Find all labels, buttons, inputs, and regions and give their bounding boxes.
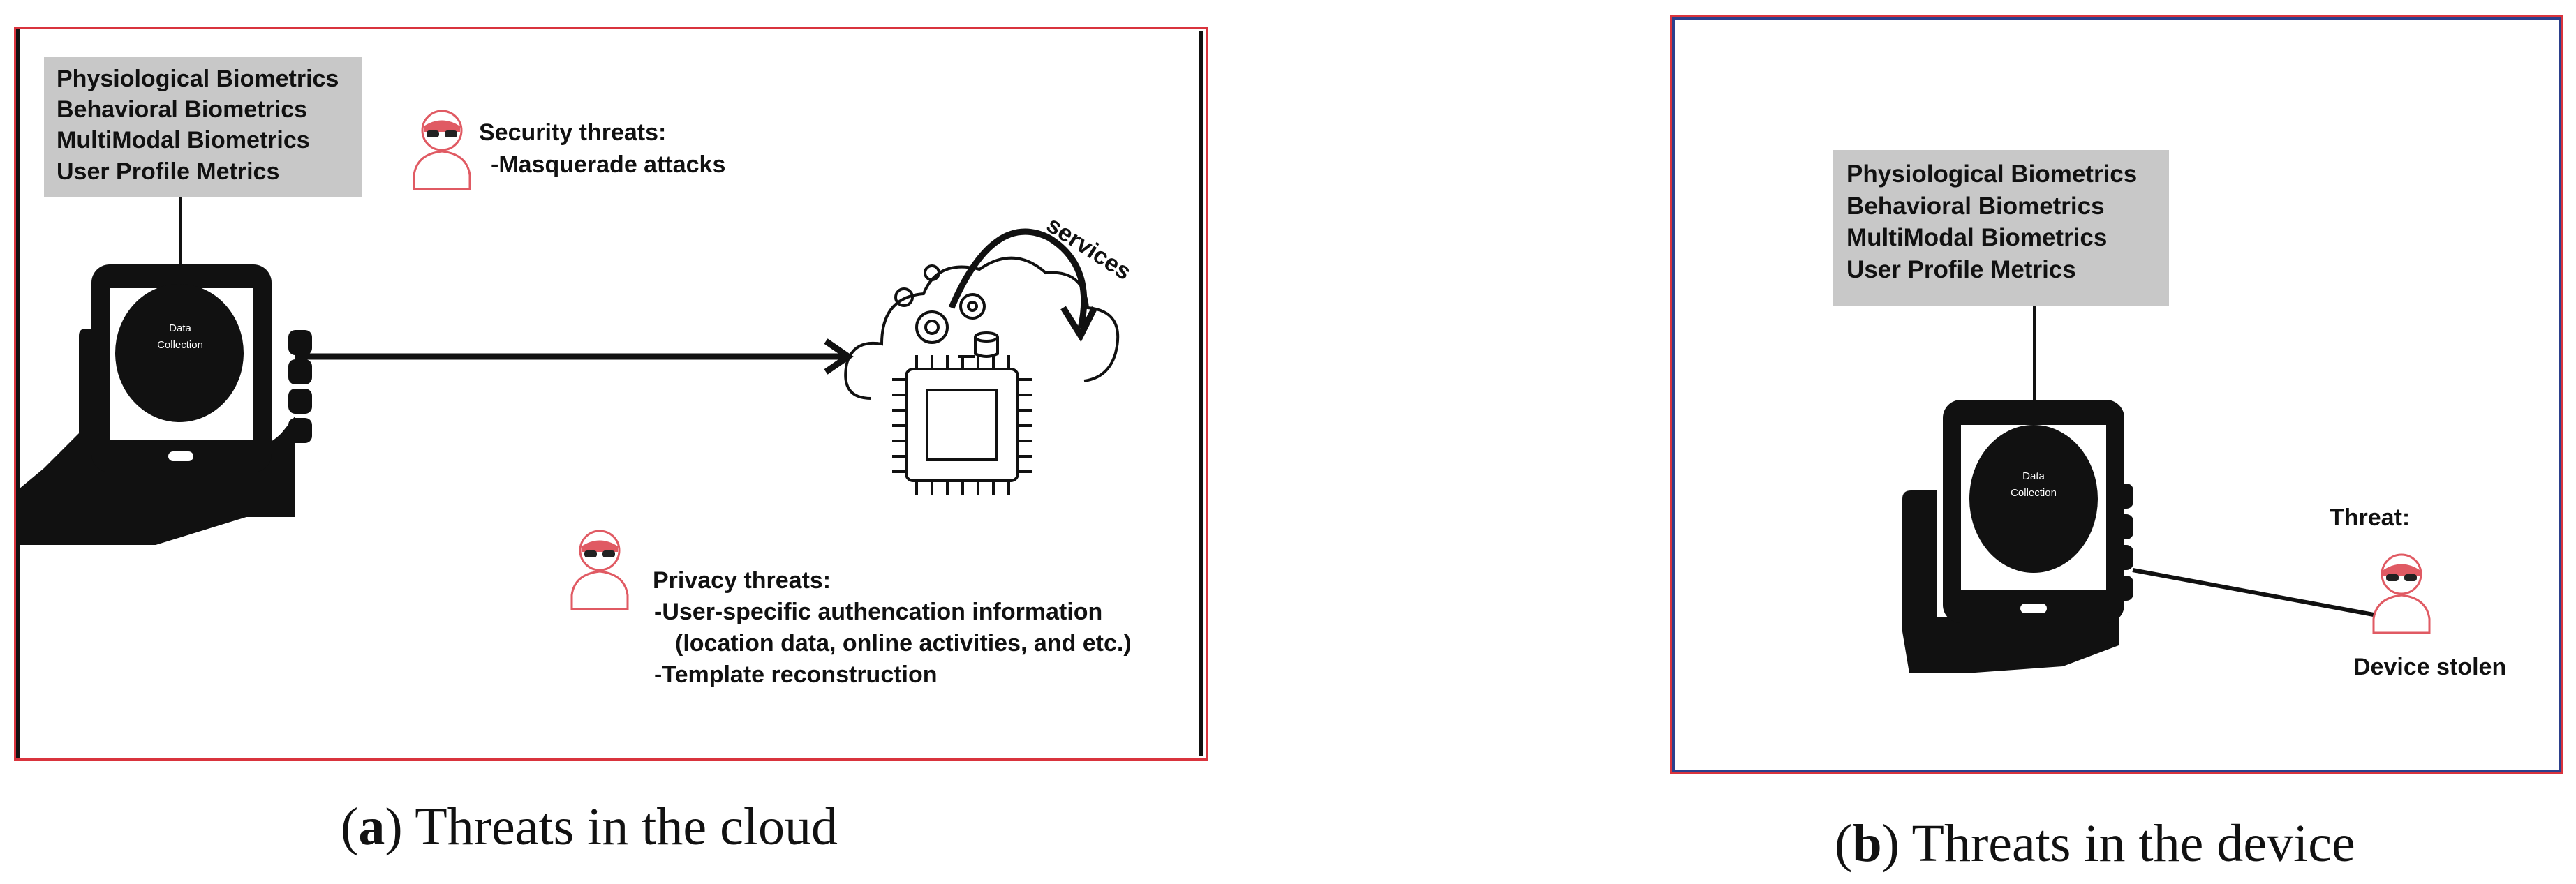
security-threats-title: Security threats:	[479, 119, 667, 146]
masked-user-icon	[413, 110, 471, 190]
panel-b-threats-device: Physiological Biometrics Behavioral Biom…	[1670, 15, 2563, 774]
gear-icon	[894, 264, 986, 344]
data-collection-line: Data	[169, 322, 191, 334]
metric-item: User Profile Metrics	[57, 158, 280, 185]
arrow-icon	[295, 338, 854, 375]
data-collection-label: Data Collection	[145, 320, 215, 354]
metric-item: MultiModal Biometrics	[57, 127, 310, 154]
metric-item: Physiological Biometrics	[57, 66, 339, 92]
frame-edge	[1672, 17, 2561, 20]
frame-edge	[1199, 31, 1203, 756]
data-collection-line: Collection	[2011, 487, 2057, 499]
services-arrow-icon	[948, 228, 1098, 343]
data-collection-label: Data Collection	[1999, 468, 2068, 502]
metric-item: MultiModal Biometrics	[1846, 224, 2108, 251]
frame-edge	[1672, 770, 2561, 772]
cloud-icon	[844, 256, 1120, 400]
privacy-threats-title: Privacy threats:	[653, 567, 831, 594]
metric-item: Physiological Biometrics	[1846, 160, 2138, 188]
data-collection-line: Data	[2022, 470, 2045, 482]
security-threat-item: -Masquerade attacks	[491, 151, 726, 178]
privacy-threat-item: -Template reconstruction	[654, 661, 938, 688]
database-icon	[958, 331, 999, 358]
metric-item: Behavioral Biometrics	[57, 96, 308, 123]
privacy-threat-item: -User-specific authencation information	[654, 599, 1103, 625]
frame-edge	[2559, 17, 2561, 772]
caption-b: (b) Threats in the device	[1835, 814, 2355, 873]
panel-a-threats-cloud: Physiological Biometrics Behavioral Biom…	[14, 27, 1208, 761]
masked-user-icon	[2372, 553, 2431, 634]
caption-a: (a) Threats in the cloud	[341, 797, 838, 856]
metric-item: User Profile Metrics	[1846, 255, 2076, 283]
data-collection-line: Collection	[157, 339, 203, 351]
caption-text: Threats in the device	[1899, 814, 2355, 873]
chip-icon	[892, 355, 1032, 495]
device-stolen-label: Device stolen	[2353, 654, 2507, 680]
caption-letter: b	[1852, 814, 1882, 873]
frame-edge	[16, 29, 20, 758]
threat-label: Threat:	[2330, 504, 2411, 531]
frame-edge	[1672, 17, 1675, 772]
phone-in-hand-icon	[1902, 400, 2133, 673]
phone-in-hand-icon	[19, 264, 312, 545]
privacy-threat-item: (location data, online activities, and e…	[675, 630, 1132, 657]
caption-text: Threats in the cloud	[402, 797, 838, 856]
caption-letter: a	[358, 797, 385, 856]
panel-a-graphics	[19, 110, 1120, 610]
panel-b-graphics	[1902, 306, 2431, 673]
metric-item: Behavioral Biometrics	[1846, 192, 2105, 220]
masked-user-icon	[570, 530, 629, 610]
biometrics-list-box: Physiological Biometrics Behavioral Biom…	[1833, 150, 2169, 306]
biometrics-list-box: Physiological Biometrics Behavioral Biom…	[44, 57, 362, 197]
